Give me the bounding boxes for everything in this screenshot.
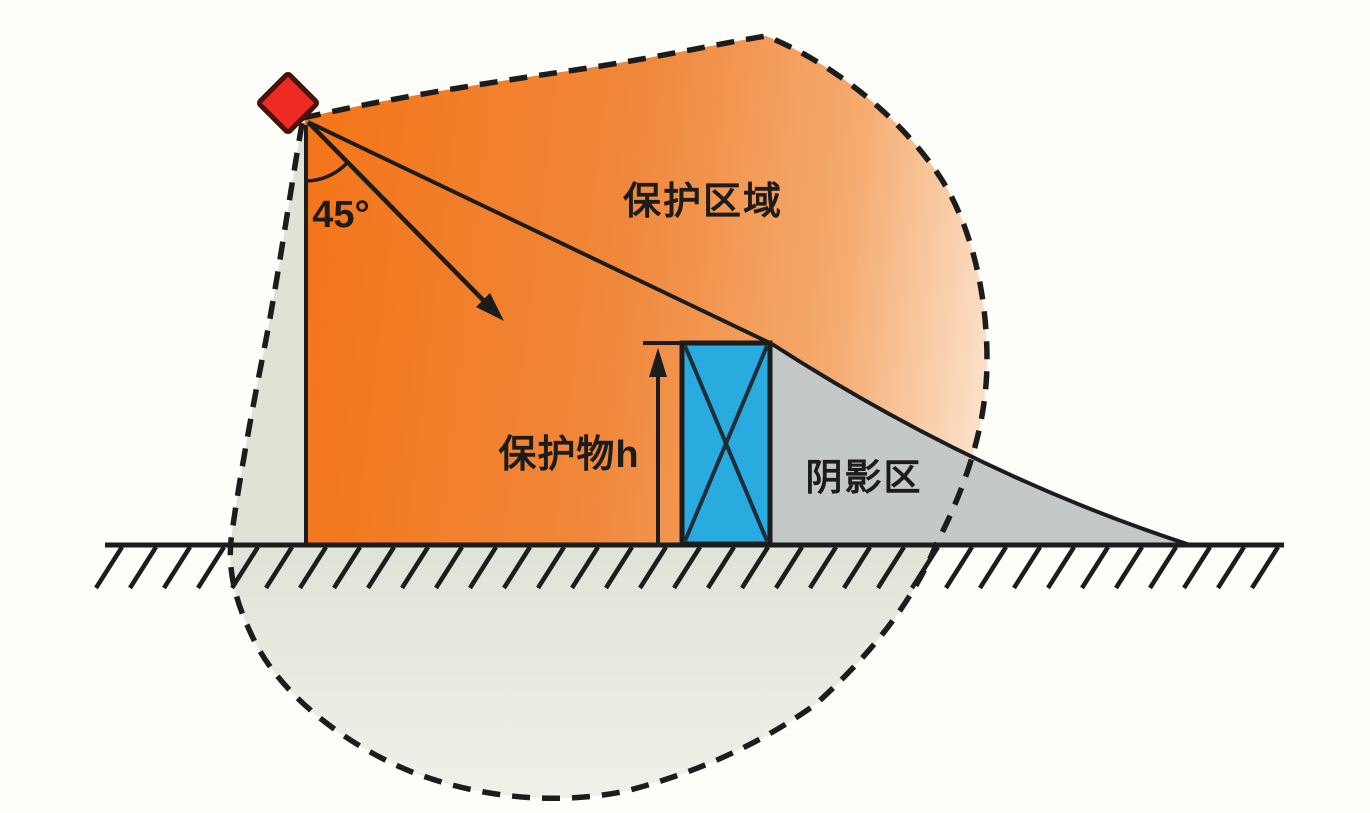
- hatch-mark: [128, 545, 158, 590]
- hatch-mark: [1114, 545, 1144, 590]
- lightning-rod-tip-diamond-icon: [257, 72, 319, 134]
- hatch-mark: [570, 545, 600, 590]
- protection-zone-label: 保护区域: [623, 181, 783, 223]
- hatch-mark: [1182, 545, 1212, 590]
- hatch-mark: [332, 545, 362, 590]
- height-arrowhead: [649, 348, 667, 377]
- hatch-mark: [604, 545, 634, 590]
- hatch-mark: [876, 545, 906, 590]
- protected-object-label: 保护物h: [498, 434, 639, 476]
- hatch-mark: [1012, 545, 1042, 590]
- protection-boundary-line: [307, 120, 773, 346]
- hatch-mark: [1250, 545, 1280, 590]
- shadow-zone-label: 阴影区: [806, 457, 923, 498]
- hatch-mark: [264, 545, 294, 590]
- shadow-zone-top-edge: [770, 342, 1191, 547]
- hatch-mark: [842, 545, 872, 590]
- hatch-mark: [162, 545, 192, 590]
- hatch-mark: [1080, 545, 1110, 590]
- hatch-mark: [230, 545, 260, 590]
- building-cross-line-2: [683, 345, 769, 542]
- angle-arc: [305, 161, 349, 183]
- hatch-mark: [400, 545, 430, 590]
- ground-hatching: [94, 545, 1280, 590]
- hatch-mark: [774, 545, 804, 590]
- shadow-zone-fill: [772, 344, 1190, 545]
- angle-label: 45°: [312, 194, 369, 236]
- hatch-mark: [1148, 545, 1178, 590]
- hatch-mark: [366, 545, 396, 590]
- hatch-mark: [196, 545, 226, 590]
- hatch-mark: [706, 545, 736, 590]
- hatch-mark: [672, 545, 702, 590]
- hatch-mark: [502, 545, 532, 590]
- hatch-mark: [468, 545, 498, 590]
- hatch-mark: [1216, 545, 1246, 590]
- hatch-mark: [808, 545, 838, 590]
- hatch-mark: [434, 545, 464, 590]
- hatch-mark: [740, 545, 770, 590]
- hatch-mark: [978, 545, 1008, 590]
- angle-arrow-line: [306, 120, 488, 305]
- hatch-mark: [944, 545, 974, 590]
- hatch-mark: [94, 545, 124, 590]
- hatch-mark: [298, 545, 328, 590]
- hatch-mark: [536, 545, 566, 590]
- angle-arrowhead: [476, 293, 504, 321]
- hatch-mark: [638, 545, 668, 590]
- protection-boundary-dashed-outline: [227, 33, 990, 802]
- hatch-mark: [1046, 545, 1076, 590]
